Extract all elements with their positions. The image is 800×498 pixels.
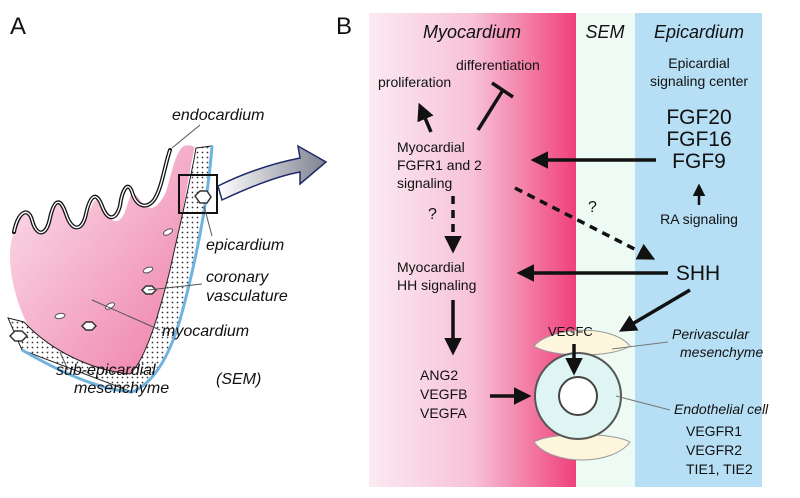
node-q1: ?: [428, 206, 437, 223]
vessel-marker: [194, 190, 212, 204]
node-fgfr-2: FGFR1 and 2: [397, 157, 482, 173]
node-perivascular-2: mesenchyme: [680, 344, 763, 360]
node-fgfr-3: signaling: [397, 175, 452, 191]
node-endothelial-cell: Endothelial cell: [674, 401, 769, 417]
inhibit-differentiation: [476, 89, 505, 131]
node-shh: SHH: [676, 262, 720, 285]
heart-section-illustration: [7, 144, 328, 394]
node-fgfr-1: Myocardial: [397, 139, 465, 155]
vessel-lumen: [558, 376, 598, 416]
node-hh-2: HH signaling: [397, 277, 476, 293]
arrow-shh-to-vegfc: [618, 288, 691, 332]
label-sem-1: sub-epicardial: [56, 362, 156, 379]
header-sem: SEM: [585, 22, 624, 42]
node-vegfr2: VEGFR2: [686, 442, 742, 458]
node-fgf9: FGF9: [672, 150, 726, 173]
zoom-arrow: [217, 144, 328, 202]
header-epicardium: Epicardium: [654, 22, 744, 42]
node-q2: ?: [588, 199, 597, 216]
vessel-cross-section: [533, 329, 631, 461]
node-hh-1: Myocardial: [397, 259, 465, 275]
node-vegfr1: VEGFR1: [686, 423, 742, 439]
node-differentiation: differentiation: [456, 57, 540, 73]
vessel-marker: [162, 228, 174, 236]
node-fgf16: FGF16: [666, 128, 731, 151]
node-proliferation: proliferation: [378, 74, 451, 90]
inhibit-differentiation-bar: [491, 81, 514, 99]
panel-b-letter: B: [336, 13, 352, 40]
leader-epicardium: [203, 205, 213, 237]
node-vegfa: VEGFA: [420, 405, 467, 421]
zoom-box: [178, 174, 218, 214]
vessel-marker: [142, 266, 154, 274]
leader-perivascular: [611, 341, 669, 350]
leader-sem: [59, 351, 69, 371]
label-sem-2: mesenchyme: [74, 380, 169, 397]
vessel-marker: [8, 330, 29, 342]
vessel-marker: [54, 312, 66, 320]
node-fgf20: FGF20: [666, 106, 731, 129]
node-perivascular-1: Perivascular: [672, 326, 750, 342]
node-epi-center-2: signaling center: [650, 73, 748, 89]
myocardium-tissue: [9, 145, 195, 382]
node-tie: TIE1, TIE2: [686, 461, 753, 477]
panel-a-letter: A: [10, 13, 26, 40]
node-ra: RA signaling: [660, 211, 738, 227]
perivascular-top: [533, 329, 631, 356]
label-coronary-1: coronary: [206, 269, 269, 286]
epicardium-region: [635, 13, 762, 487]
label-endocardium: endocardium: [172, 107, 265, 124]
vessel-marker: [80, 321, 98, 331]
node-vegfb: VEGFB: [420, 386, 467, 402]
leader-endocardium: [171, 124, 201, 149]
arrow-to-proliferation: [417, 102, 434, 133]
arrow-fgfr-to-shh: [514, 186, 656, 260]
leader-endothelial: [615, 395, 671, 411]
label-sem-abbrev: (SEM): [216, 371, 261, 388]
node-vegfc: VEGFC: [548, 324, 593, 339]
node-ang2: ANG2: [420, 367, 458, 383]
epicardium-line: [21, 145, 214, 394]
leader-myocardium: [91, 299, 161, 331]
node-epi-center-1: Epicardial: [668, 55, 729, 71]
leader-coronary: [147, 283, 203, 291]
label-myocardium: myocardium: [162, 323, 249, 340]
label-coronary-2: vasculature: [206, 288, 288, 305]
header-myocardium: Myocardium: [423, 22, 521, 42]
label-epicardium: epicardium: [206, 237, 284, 254]
